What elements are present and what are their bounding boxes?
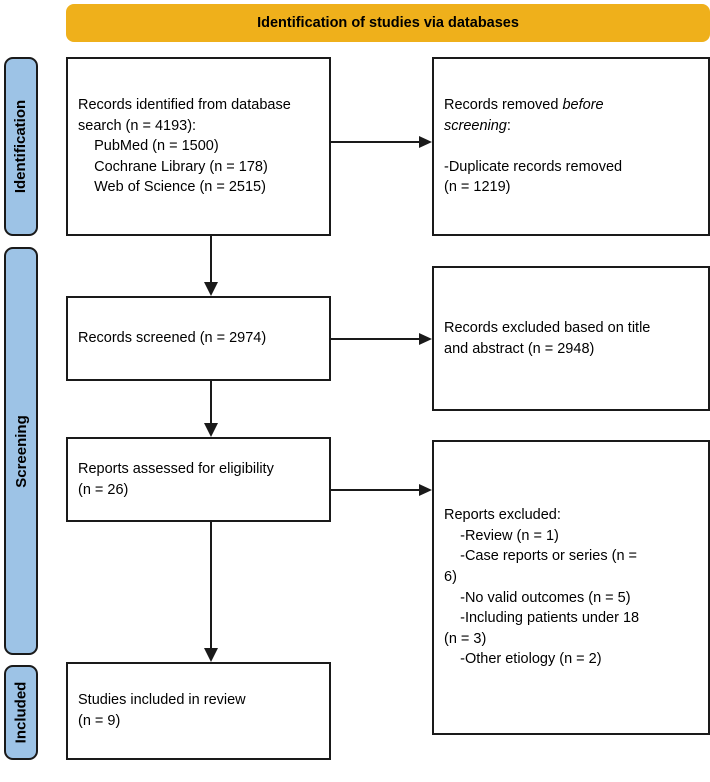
records-removed-line1-italic: before xyxy=(562,97,604,114)
phase-pill-included: Included xyxy=(4,665,38,760)
reports-excluded-reason-under-18: -Including patients under 18 xyxy=(460,610,640,627)
box-records-screened: Records screened (n = 2974) xyxy=(66,296,331,381)
records-excluded-line2: and abstract (n = 2948) xyxy=(444,340,595,357)
box-studies-included: Studies included in review (n = 9) xyxy=(66,662,331,760)
box-reports-excluded: Reports excluded: -Review (n = 1) -Case … xyxy=(432,440,710,735)
reports-excluded-reason-case-reports-cont: 6) xyxy=(444,568,457,585)
box-records-removed: Records removed before screening: -Dupli… xyxy=(432,57,710,236)
header-banner: Identification of studies via databases xyxy=(66,4,710,42)
phase-label-screening: Screening xyxy=(12,414,30,488)
records-identified-line2: search (n = 4193): xyxy=(78,117,197,134)
records-excluded-line1: Records excluded based on title xyxy=(444,319,651,336)
reports-excluded-reason-other-etiology: -Other etiology (n = 2) xyxy=(460,651,602,668)
included-line2: (n = 9) xyxy=(78,713,121,729)
box-records-excluded-title-abstract: Records excluded based on title and abst… xyxy=(432,266,710,411)
included-line1: Studies included in review xyxy=(78,692,246,709)
reports-excluded-reason-review: -Review (n = 1) xyxy=(460,527,559,544)
phase-label-identification: Identification xyxy=(12,99,30,194)
connector-screened-to-eligibility xyxy=(201,381,221,437)
reports-excluded-title: Reports excluded: xyxy=(444,507,561,524)
box-reports-assessed-eligibility: Reports assessed for eligibility (n = 26… xyxy=(66,437,331,522)
records-removed-duplicates-count: (n = 1219) xyxy=(444,179,511,196)
reports-excluded-reason-case-reports: -Case reports or series (n = xyxy=(460,548,638,565)
records-screened-line1: Records screened (n = 2974) xyxy=(78,330,267,347)
connector-eligibility-to-reports-excluded xyxy=(331,480,432,500)
records-identified-source-cochrane: Cochrane Library (n = 178) xyxy=(94,158,268,175)
records-removed-line1-prefix: Records removed xyxy=(444,97,563,114)
reports-excluded-reason-under-18-cont: (n = 3) xyxy=(444,630,487,647)
phase-pill-screening: Screening xyxy=(4,247,38,655)
phase-label-included: Included xyxy=(12,681,30,744)
phase-pill-identification: Identification xyxy=(4,57,38,236)
records-identified-source-pubmed: PubMed (n = 1500) xyxy=(94,138,219,155)
reports-excluded-reason-no-valid-outcomes: -No valid outcomes (n = 5) xyxy=(460,589,631,606)
connector-identified-to-screened xyxy=(201,236,221,296)
records-removed-line2-suffix: : xyxy=(506,117,511,134)
records-identified-source-wos: Web of Science (n = 2515) xyxy=(94,179,266,196)
connector-eligibility-to-included xyxy=(201,522,221,662)
records-removed-duplicates: -Duplicate records removed xyxy=(444,158,623,175)
records-removed-line2-italic: screening xyxy=(444,117,507,134)
records-identified-line1: Records identified from database xyxy=(78,97,291,114)
connector-identified-to-removed xyxy=(331,132,432,152)
box-records-identified: Records identified from database search … xyxy=(66,57,331,236)
header-title: Identification of studies via databases xyxy=(257,15,519,31)
eligibility-line2: (n = 26) xyxy=(78,481,129,498)
connector-screened-to-excluded xyxy=(331,329,432,349)
eligibility-line1: Reports assessed for eligibility xyxy=(78,460,274,477)
